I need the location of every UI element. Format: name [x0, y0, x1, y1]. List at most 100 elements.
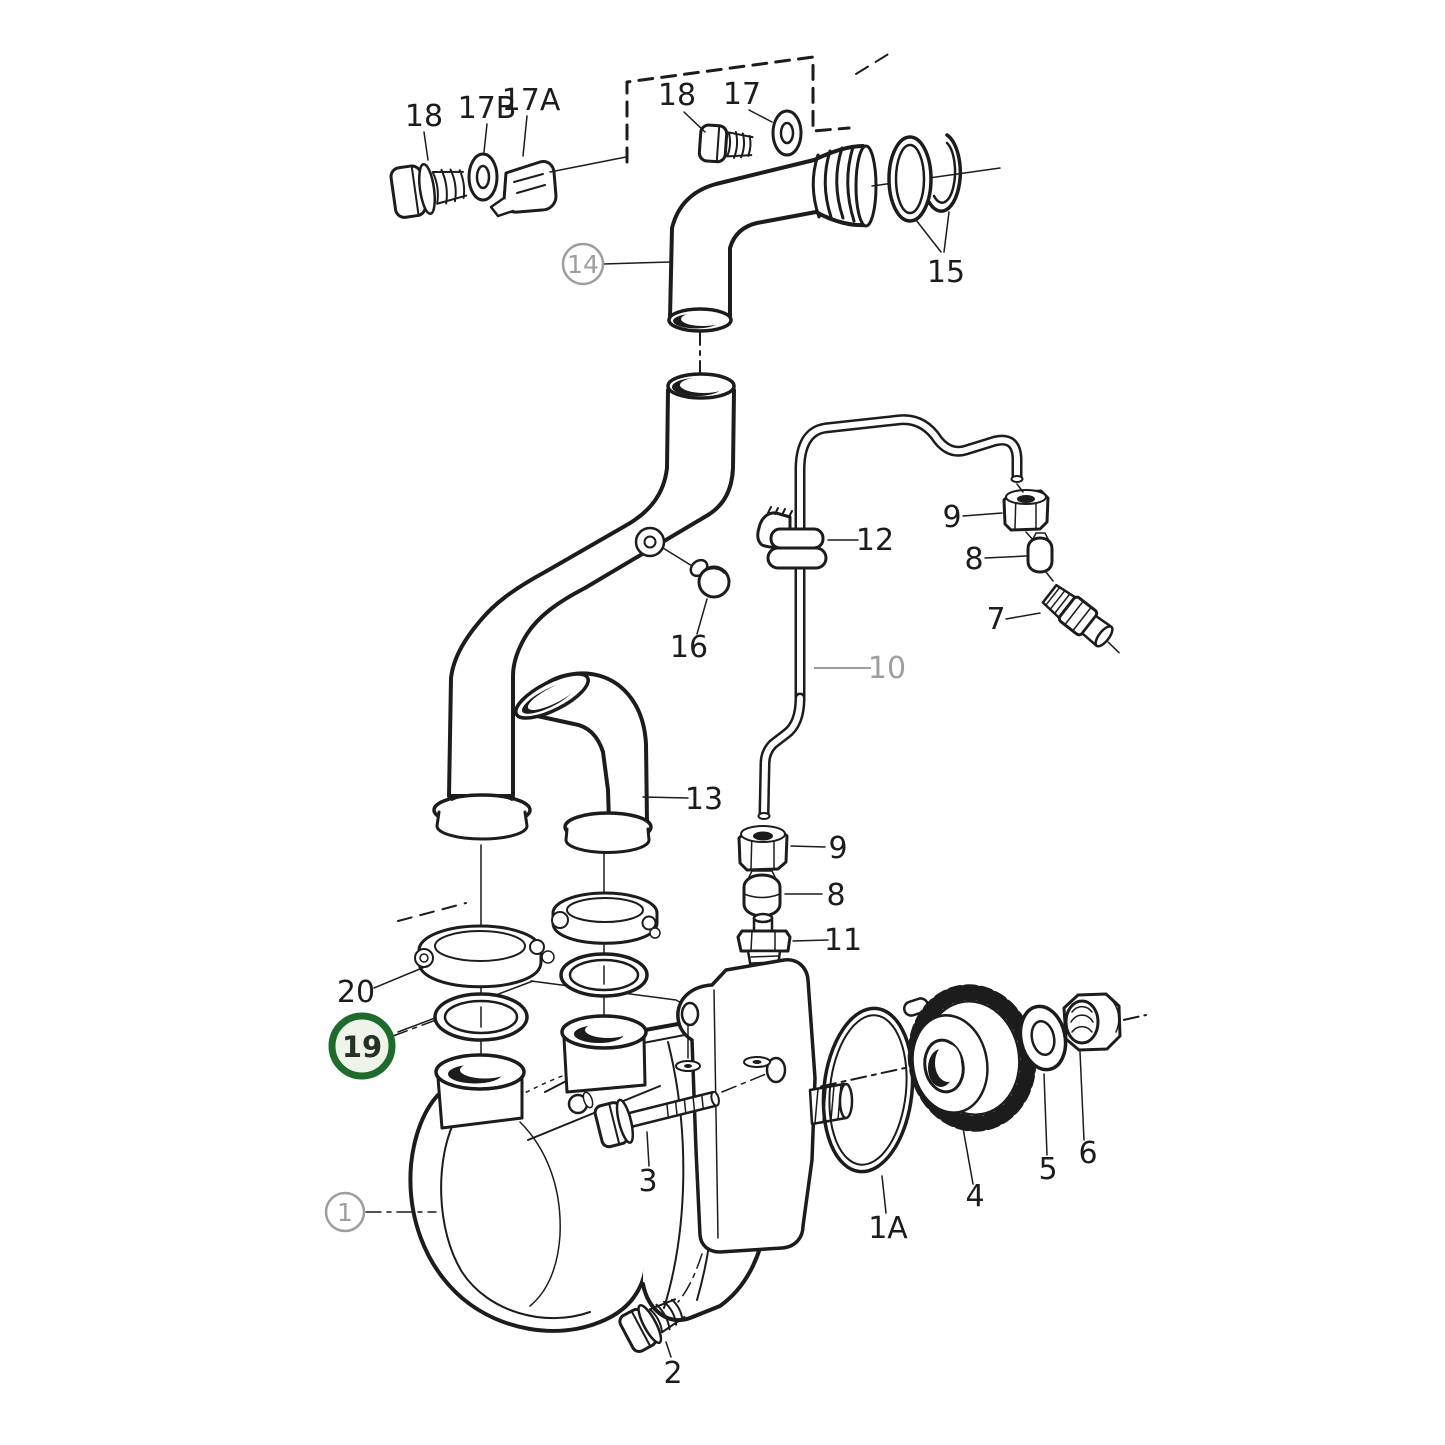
callout-9-upper[interactable]: 9 — [942, 500, 961, 535]
clamp-band-side — [417, 949, 543, 989]
oring-inner — [894, 143, 926, 215]
nut-threads — [1070, 1005, 1094, 1033]
leader-5 — [1043, 1073, 1048, 1156]
callout-1[interactable]: 1 — [337, 1198, 353, 1227]
callout-12[interactable]: 12 — [856, 523, 894, 558]
highlight-callout-19[interactable]: 19 — [328, 1012, 396, 1080]
pipe-end-lower — [757, 812, 771, 820]
callout-18-top[interactable]: 18 — [658, 78, 696, 113]
bolt-head-face — [608, 1103, 621, 1145]
callout-17b[interactable]: 17B — [458, 91, 517, 126]
clamp-lug-left — [551, 911, 569, 929]
pipe-10-lower-core — [761, 695, 803, 817]
bracket-foot — [489, 196, 515, 218]
callout-14[interactable]: 14 — [567, 250, 599, 279]
clamp-band-upper — [769, 527, 825, 550]
clamp-serrations — [767, 506, 793, 518]
hex-facets — [1064, 600, 1092, 632]
ring-inner — [568, 958, 640, 992]
sleeve-body — [742, 873, 782, 918]
volute-spiral-line — [519, 1121, 561, 1307]
bolt-head-face — [715, 125, 721, 162]
bore-light — [935, 1044, 961, 1082]
callout-9-lower[interactable]: 9 — [828, 831, 847, 866]
callout-17a[interactable]: 17A — [502, 83, 561, 118]
callout-4[interactable]: 4 — [965, 1179, 984, 1214]
callout-11[interactable]: 11 — [824, 923, 862, 958]
bolt-flange — [417, 162, 437, 216]
callout-8-lower[interactable]: 8 — [826, 878, 845, 913]
callout-10[interactable]: 10 — [868, 651, 906, 686]
clamp-lug-nut — [649, 927, 661, 939]
clamp-opening — [566, 897, 644, 923]
pipe-body — [447, 388, 736, 798]
nut-bore — [1064, 999, 1100, 1045]
fitting-port-hole — [752, 1060, 762, 1064]
callout-2[interactable]: 2 — [663, 1356, 682, 1391]
callout-13[interactable]: 13 — [685, 782, 723, 817]
nipple-end — [1094, 625, 1114, 648]
part-washer-5: 5 — [1018, 1004, 1068, 1187]
pipe-10-core — [797, 416, 1020, 703]
callout-18-left[interactable]: 18 — [405, 99, 443, 134]
oring-inner — [828, 1014, 908, 1166]
volute-outline — [408, 1093, 650, 1333]
pipe-end-upper — [1010, 475, 1024, 483]
sleeve-notch — [1032, 532, 1049, 540]
callout-circle-14[interactable] — [561, 242, 605, 286]
part-bolt-2: 2 — [618, 1253, 703, 1391]
nut-bore — [1017, 495, 1035, 503]
bolt-axis-line — [721, 1073, 767, 1093]
callout-19[interactable]: 19 — [342, 1030, 382, 1064]
pipe-bore — [681, 312, 725, 326]
clamp-lug-nut — [541, 950, 555, 964]
part-bolt-18-top — [697, 123, 754, 164]
highlight-circle[interactable] — [328, 1012, 396, 1080]
plug-head — [697, 565, 731, 599]
part-o-ring-1a: 1A — [821, 1006, 915, 1246]
callout-3[interactable]: 3 — [638, 1164, 657, 1199]
leader-13 — [642, 796, 689, 799]
callout-6[interactable]: 6 — [1078, 1136, 1097, 1171]
callout-5[interactable]: 5 — [1038, 1152, 1057, 1187]
leader-15 — [915, 211, 950, 253]
callout-17[interactable]: 17 — [723, 77, 761, 112]
leader-17b — [483, 123, 488, 153]
bolt-head-face — [631, 1310, 651, 1347]
stub-bore — [460, 1061, 510, 1079]
plug-head-detail — [703, 567, 725, 574]
connector-line — [1045, 571, 1054, 582]
bolt-head-face — [410, 165, 420, 216]
washer-hole — [779, 121, 795, 145]
leader-7 — [1005, 612, 1041, 620]
leader-bracket-to-box — [549, 156, 627, 173]
clamp-lug-right — [529, 939, 545, 955]
deck-stud-side — [582, 1091, 594, 1109]
part-clamp-20-left — [414, 924, 555, 989]
part-s-pipe — [432, 372, 736, 841]
plate-thickness-edge — [713, 989, 719, 1239]
group-drive-train: 1A 4 5 6 — [808, 984, 1122, 1246]
part-clamp-12: 12 — [756, 506, 894, 570]
callout-1a[interactable]: 1A — [868, 1211, 908, 1246]
callout-8-upper[interactable]: 8 — [964, 542, 983, 577]
callout-15[interactable]: 15 — [927, 255, 965, 290]
dashed-outline-box — [625, 55, 851, 164]
boss-16-hole — [643, 535, 657, 549]
hex-facets — [750, 930, 776, 952]
deck-port-hole — [684, 1064, 692, 1068]
callout-circle-1[interactable] — [324, 1191, 366, 1233]
callout-16[interactable]: 16 — [670, 630, 708, 665]
part-washer-17 — [771, 109, 803, 157]
part-clamp-20-right — [551, 891, 661, 945]
callout-20[interactable]: 20 — [337, 975, 375, 1010]
bolt-threads — [431, 168, 468, 205]
washer-hole — [475, 164, 491, 190]
group-clamps-seals: 20 19 — [328, 891, 661, 1080]
part-bracket-17a — [489, 160, 558, 218]
thread-ridges — [811, 145, 856, 223]
pipe-10-outline — [794, 414, 1023, 706]
pipe-10-lower-outline — [758, 692, 806, 820]
callout-7[interactable]: 7 — [986, 602, 1005, 637]
